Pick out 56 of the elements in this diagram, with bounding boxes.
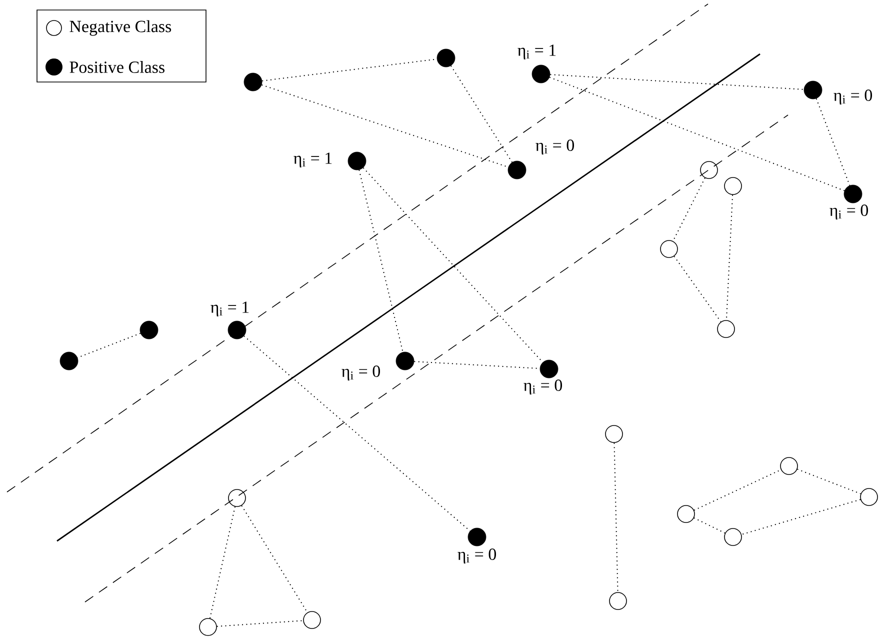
filled-point bbox=[532, 64, 550, 84]
dotted-line bbox=[549, 76, 845, 192]
value-label: η$_{i}$ = 0 bbox=[834, 90, 872, 104]
dotted-line bbox=[741, 499, 861, 535]
dotted-line bbox=[358, 169, 404, 353]
filled-point bbox=[244, 72, 262, 92]
filled-point bbox=[228, 320, 246, 340]
hollow-point bbox=[303, 611, 321, 629]
dotted-line bbox=[216, 620, 304, 627]
hollow-point bbox=[605, 425, 623, 443]
filled-point bbox=[508, 160, 526, 180]
filled-point bbox=[348, 152, 366, 170]
value-label: η$_{i}$ = 0 bbox=[458, 548, 496, 564]
dotted-line bbox=[796, 468, 862, 494]
filled-point bbox=[844, 184, 862, 204]
dotted-line bbox=[362, 167, 544, 363]
dotted-line bbox=[550, 74, 804, 90]
hollow-point bbox=[700, 161, 718, 179]
legend-text: Negative Class bbox=[70, 20, 172, 36]
legend-text: Positive Class bbox=[70, 61, 164, 73]
dotted-line bbox=[694, 469, 782, 511]
dotted-line bbox=[77, 332, 141, 358]
hollow-point bbox=[228, 489, 246, 507]
filled-point bbox=[804, 80, 822, 100]
dotted-line bbox=[209, 506, 236, 619]
hollow-point bbox=[717, 320, 735, 338]
filled-point bbox=[436, 48, 456, 68]
hollow-point bbox=[724, 528, 742, 546]
hollow-point bbox=[724, 177, 742, 195]
filled-point bbox=[540, 360, 558, 378]
hollow-point bbox=[199, 618, 217, 636]
dotted-line bbox=[450, 65, 513, 163]
hollow-point bbox=[860, 488, 878, 506]
filled-point bbox=[60, 352, 78, 370]
dotted-line bbox=[261, 84, 509, 168]
dotted-line bbox=[816, 98, 850, 186]
dotted-line bbox=[614, 442, 618, 593]
dotted-line bbox=[243, 336, 471, 532]
hollow-point bbox=[780, 457, 798, 475]
value-label: η$_{i}$ = 1 bbox=[518, 44, 556, 60]
dotted-line bbox=[241, 505, 308, 613]
filled-point bbox=[468, 528, 486, 546]
hollow-point bbox=[609, 592, 627, 610]
value-label: η$_{i}$ = 0 bbox=[342, 366, 380, 380]
value-label: η$_{i}$ = 0 bbox=[524, 380, 562, 394]
dotted-line bbox=[674, 256, 722, 322]
value-label: η$_{i}$ = 1 bbox=[210, 302, 249, 316]
value-label: η$_{i}$ = 0 bbox=[536, 140, 574, 154]
dotted-line bbox=[694, 517, 726, 534]
filled-point bbox=[140, 320, 158, 340]
filled-point bbox=[396, 352, 414, 370]
dotted-line bbox=[672, 177, 706, 242]
hollow-point bbox=[660, 240, 678, 258]
value-label: η$_{i}$ = 1 bbox=[294, 152, 332, 168]
value-label: η$_{i}$ = 0 bbox=[830, 204, 868, 220]
hollow-point bbox=[677, 505, 695, 523]
